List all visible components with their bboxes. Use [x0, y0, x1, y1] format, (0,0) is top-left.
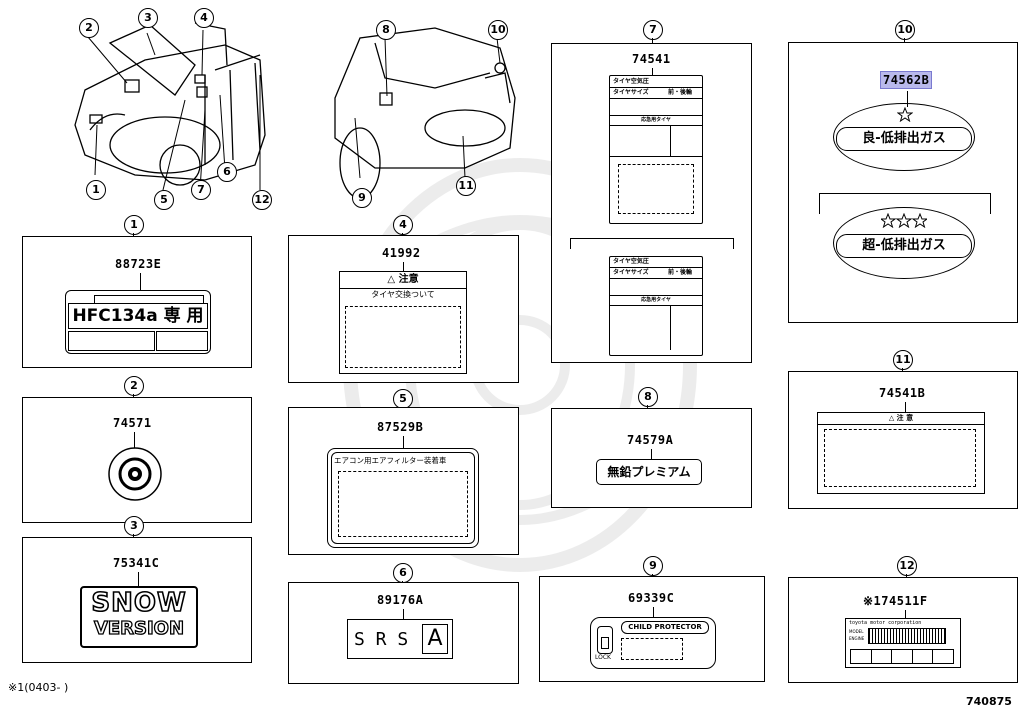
tire-pressure-text: タイヤ空気圧 — [610, 76, 702, 88]
label-89176a-box[interactable]: 89176A S R S A — [288, 582, 519, 684]
section-5-marker: 5 — [393, 389, 413, 409]
callout-5[interactable]: 5 — [154, 190, 174, 210]
lock-switch-icon — [597, 626, 613, 654]
section-4-marker: 4 — [393, 215, 413, 235]
callout-8[interactable]: 8 — [376, 20, 396, 40]
tire-pressure-label-upper: タイヤ空気圧 タイヤサイズ 前・後輪 応急用タイヤ — [609, 75, 703, 224]
footnote: ※1(0403- ) — [8, 681, 69, 694]
part-number: ※174511F — [863, 594, 928, 608]
part-number: 89176A — [377, 593, 424, 607]
label-41992: △ 注意 タイヤ交換ついて — [339, 271, 467, 374]
srs-text: S R S — [354, 629, 409, 650]
part-number: 74579A — [627, 433, 674, 447]
callout-2[interactable]: 2 — [79, 18, 99, 38]
callout-1[interactable]: 1 — [86, 180, 106, 200]
tire-pressure-label-lower: タイヤ空気圧 タイヤサイズ 前・後輪 応急用タイヤ — [609, 256, 703, 356]
child-protector-text: CHILD PROTECTOR — [621, 621, 709, 634]
hfc134a-text: HFC134a 専 用 — [68, 303, 208, 329]
tire-size-text-lower: タイヤサイズ — [613, 269, 649, 276]
ultra-low-emission-text: 超-低排出ガス — [836, 234, 972, 258]
low-emission-text: 良-低排出ガス — [836, 127, 972, 151]
part-number-highlighted[interactable]: 74562B — [880, 71, 933, 89]
label-74562b-box[interactable]: 74562B 良-低排出ガス 超-低排出ガス — [788, 42, 1018, 323]
label-74541-box[interactable]: 74541 タイヤ空気圧 タイヤサイズ 前・後輪 応急用タイヤ タイヤ空気圧 タ… — [551, 43, 752, 363]
label-88723e: HFC134a 専 用 — [65, 290, 211, 354]
caution-header-11: △ 注 意 — [818, 413, 984, 425]
car-front-illustration — [74, 22, 266, 191]
car-rear-illustration — [334, 27, 516, 199]
part-number: 69339C — [628, 591, 675, 605]
section-12-marker: 12 — [897, 556, 917, 576]
section-9-marker: 9 — [643, 556, 663, 576]
section-7-marker: 7 — [643, 20, 663, 40]
section-3-marker: 3 — [124, 516, 144, 536]
label-69339c-box[interactable]: 69339C CHILD PROTECTOR LOCK — [539, 576, 765, 682]
caution-header: △ 注意 — [340, 272, 466, 289]
label-89176a: S R S A — [347, 619, 453, 659]
label-41992-box[interactable]: 41992 △ 注意 タイヤ交換ついて — [288, 235, 519, 383]
part-number: 88723E — [115, 257, 162, 271]
callout-12[interactable]: 12 — [252, 190, 272, 210]
label-74579a-box[interactable]: 74579A 無鉛プレミアム — [551, 408, 752, 508]
part-number: 74541 — [632, 52, 671, 66]
front-rear-text: 前・後輪 — [668, 89, 693, 96]
part-number: 87529B — [377, 420, 424, 434]
label-174511f-box[interactable]: ※174511F toyota motor corporation MODEL … — [788, 577, 1018, 683]
spare-tire-text-lower: 応急用タイヤ — [610, 296, 702, 306]
section-8-marker: 8 — [638, 387, 658, 407]
callout-4[interactable]: 4 — [194, 8, 214, 28]
srs-a-text: A — [422, 624, 448, 654]
lock-text: LOCK — [595, 654, 611, 661]
low-emission-label: 良-低排出ガス — [833, 103, 975, 171]
label-174511f: toyota motor corporation MODEL ENGINE — [845, 618, 961, 668]
label-88723e-box[interactable]: 88723E HFC134a 専 用 — [22, 236, 252, 368]
tire-pressure-text-lower: タイヤ空気圧 — [610, 257, 702, 268]
front-rear-text-lower: 前・後輪 — [668, 269, 693, 276]
part-number: 41992 — [382, 246, 421, 260]
three-stars-icon — [881, 213, 927, 228]
label-74571-disc — [108, 447, 162, 501]
tire-change-text: タイヤ交換ついて — [371, 290, 435, 299]
section-2-marker: 2 — [124, 376, 144, 396]
engine-text: ENGINE — [849, 636, 865, 641]
child-protector-label: CHILD PROTECTOR LOCK — [590, 617, 716, 669]
section-6-marker: 6 — [393, 563, 413, 583]
label-74541b-box[interactable]: 74541B △ 注 意 — [788, 371, 1018, 509]
callout-3[interactable]: 3 — [138, 8, 158, 28]
aircon-filter-text: エアコン用エアフィルター装着車 — [334, 456, 447, 465]
section-11-marker: 11 — [893, 350, 913, 370]
toyota-text: toyota motor corporation — [849, 620, 922, 626]
tire-size-text: タイヤサイズ — [613, 89, 649, 96]
label-87529b: エアコン用エアフィルター装着車 — [327, 448, 479, 548]
section-10-marker: 10 — [895, 20, 915, 40]
model-text: MODEL — [849, 629, 864, 634]
callout-9[interactable]: 9 — [352, 188, 372, 208]
version-text: VERSION — [93, 617, 185, 639]
callout-7[interactable]: 7 — [191, 180, 211, 200]
callout-10[interactable]: 10 — [488, 20, 508, 40]
snow-version-label: SNOW VERSION — [80, 586, 198, 648]
snow-text: SNOW — [91, 587, 187, 619]
diagram-number: 740875 — [966, 695, 1012, 708]
part-number: 74541B — [879, 386, 926, 400]
section-1-marker: 1 — [124, 215, 144, 235]
label-87529b-box[interactable]: 87529B エアコン用エアフィルター装着車 — [288, 407, 519, 555]
label-74571-box[interactable]: 74571 — [22, 397, 252, 523]
part-number: 74571 — [113, 416, 152, 430]
label-75341c-box[interactable]: 75341C SNOW VERSION — [22, 537, 252, 663]
premium-unleaded-label: 無鉛プレミアム — [596, 459, 702, 485]
ultra-low-emission-label: 超-低排出ガス — [833, 207, 975, 279]
label-74541b: △ 注 意 — [817, 412, 985, 494]
part-number: 75341C — [113, 556, 160, 570]
spare-tire-text: 応急用タイヤ — [610, 116, 702, 126]
callout-11[interactable]: 11 — [456, 176, 476, 196]
callout-6[interactable]: 6 — [217, 162, 237, 182]
